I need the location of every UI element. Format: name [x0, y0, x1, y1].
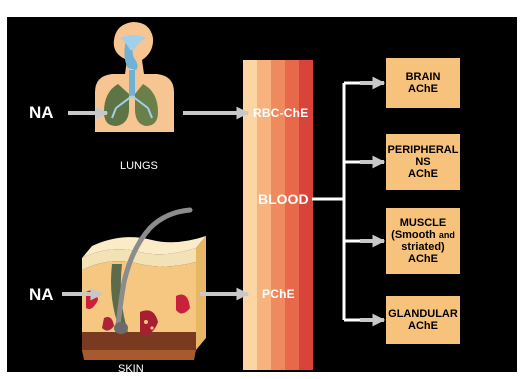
pche-label: PChE: [262, 287, 295, 301]
muscle-smooth-text: (Smooth: [391, 229, 436, 241]
glandular-label: GLANDULAR: [388, 308, 458, 320]
target-box-muscle: MUSCLE (Smooth and striated) AChE: [386, 208, 460, 274]
glandular-enzyme-label: AChE: [408, 320, 438, 332]
muscle-type-line1: (Smooth and: [391, 229, 455, 241]
muscle-enzyme-label: AChE: [408, 253, 438, 265]
skin-label: SKIN: [118, 363, 144, 375]
na-label-top: NA: [29, 103, 54, 123]
peripheral-ns-label: NS: [415, 156, 430, 168]
target-box-glandular: GLANDULAR AChE: [386, 296, 460, 344]
blood-label: BLOOD: [258, 191, 309, 207]
brain-enzyme-label: AChE: [408, 83, 438, 95]
target-box-peripheral: PERIPHERAL NS AChE: [386, 134, 460, 190]
muscle-label: MUSCLE: [400, 217, 446, 229]
peripheral-enzyme-label: AChE: [408, 168, 438, 180]
brain-label: BRAIN: [406, 71, 441, 83]
target-box-brain: BRAIN AChE: [386, 58, 460, 108]
muscle-type-line2: striated): [401, 241, 444, 253]
na-label-bottom: NA: [29, 285, 54, 305]
muscle-and-text: and: [439, 230, 455, 240]
peripheral-label: PERIPHERAL: [388, 144, 459, 156]
rbc-che-label: RBC-ChE: [253, 106, 308, 120]
lungs-label: LUNGS: [120, 160, 158, 172]
